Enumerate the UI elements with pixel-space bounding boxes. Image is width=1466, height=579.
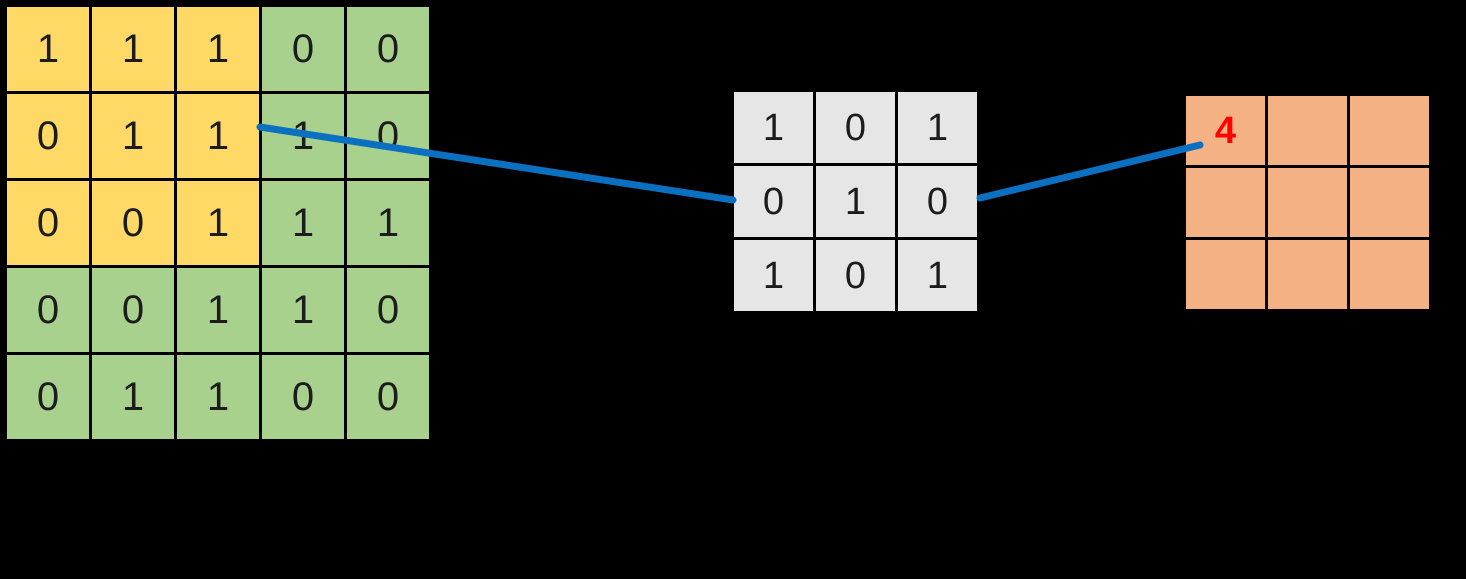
input-cell-r3-c4: 0 xyxy=(347,268,429,352)
input-cell-r0-c2: 1 xyxy=(177,7,259,91)
output-cell-r2-c1 xyxy=(1268,240,1347,309)
input-cell-r2-c2: 1 xyxy=(177,181,259,265)
input-cell-r4-c1: 1 xyxy=(92,355,174,439)
output-cell-r2-c2 xyxy=(1350,240,1429,309)
output-cell-r2-c0 xyxy=(1186,240,1265,309)
input-cell-r0-c0: 1 xyxy=(7,7,89,91)
kernel-cell-r1-c0: 0 xyxy=(734,166,813,237)
kernel-cell-r2-c1: 0 xyxy=(816,240,895,311)
input-cell-r4-c2: 1 xyxy=(177,355,259,439)
input-cell-r3-c1: 0 xyxy=(92,268,174,352)
output-cell-r0-c2 xyxy=(1350,96,1429,165)
kernel-cell-r2-c2: 1 xyxy=(898,240,977,311)
input-cell-r2-c1: 0 xyxy=(92,181,174,265)
input-cell-r0-c4: 0 xyxy=(347,7,429,91)
output-cell-r1-c0 xyxy=(1186,168,1265,237)
input-cell-r3-c2: 1 xyxy=(177,268,259,352)
input-cell-r0-c3: 0 xyxy=(262,7,344,91)
input-cell-r1-c4: 0 xyxy=(347,94,429,178)
connector-line-kernel-to-output xyxy=(976,141,1204,202)
kernel-cell-r0-c0: 1 xyxy=(734,92,813,163)
output-cell-r0-c1 xyxy=(1268,96,1347,165)
kernel-cell-r0-c1: 0 xyxy=(816,92,895,163)
input-cell-r1-c0: 0 xyxy=(7,94,89,178)
input-cell-r4-c3: 0 xyxy=(262,355,344,439)
input-cell-r1-c2: 1 xyxy=(177,94,259,178)
input-cell-r4-c0: 0 xyxy=(7,355,89,439)
kernel-cell-r1-c1: 1 xyxy=(816,166,895,237)
input-cell-r2-c4: 1 xyxy=(347,181,429,265)
input-cell-r1-c1: 1 xyxy=(92,94,174,178)
output-feature-map-grid: 4 xyxy=(1183,93,1432,312)
input-cell-r2-c0: 0 xyxy=(7,181,89,265)
input-cell-r3-c0: 0 xyxy=(7,268,89,352)
kernel-cell-r1-c2: 0 xyxy=(898,166,977,237)
output-cell-r1-c2 xyxy=(1350,168,1429,237)
input-cell-r4-c4: 0 xyxy=(347,355,429,439)
output-cell-r1-c1 xyxy=(1268,168,1347,237)
kernel-cell-r2-c0: 1 xyxy=(734,240,813,311)
input-cell-r2-c3: 1 xyxy=(262,181,344,265)
input-cell-r3-c3: 1 xyxy=(262,268,344,352)
output-cell-r0-c0: 4 xyxy=(1186,96,1265,165)
input-cell-r1-c3: 1 xyxy=(262,94,344,178)
kernel-cell-r0-c2: 1 xyxy=(898,92,977,163)
input-cell-r0-c1: 1 xyxy=(92,7,174,91)
